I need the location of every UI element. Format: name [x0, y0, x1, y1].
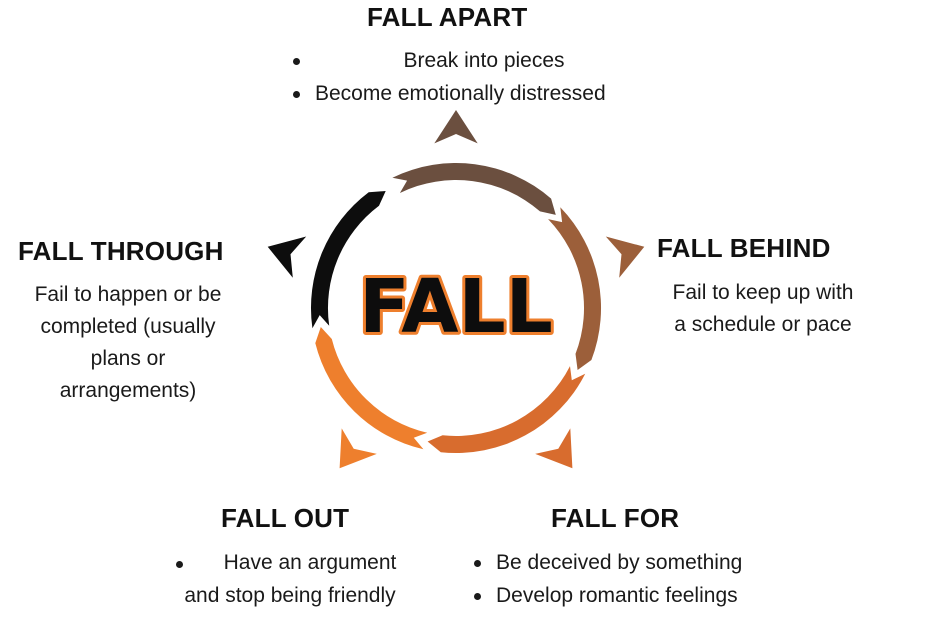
pointer-fall-for — [535, 428, 573, 469]
fall-out-description: Have an argument and stop being friendly — [160, 546, 420, 612]
fall-behind-line-2: a schedule or pace — [674, 313, 852, 336]
cycle-ring — [310, 163, 602, 453]
fall-out-line-2: and stop being friendly — [184, 584, 396, 607]
arc-fall-out — [315, 327, 428, 450]
fall-out-line-1: Have an argument — [223, 551, 397, 574]
fall-apart-bullet-1: Break into pieces — [289, 44, 653, 77]
fall-behind-title: FALL BEHIND — [657, 233, 831, 263]
fall-for-bullets: Be deceived by something Develop romanti… — [470, 546, 742, 612]
fall-out-bullet-dot — [176, 561, 183, 568]
pointer-fall-out — [339, 428, 377, 469]
pointer-fall-through — [267, 236, 307, 278]
pointer-fall-apart — [434, 110, 478, 144]
arc-fall-for — [427, 366, 586, 453]
cycle-pointers — [267, 110, 645, 469]
fall-through-line-2: completed (usually — [40, 315, 216, 338]
arc-fall-through — [310, 191, 386, 329]
center-word: FALL — [359, 264, 553, 350]
arc-fall-behind — [548, 207, 602, 370]
fall-through-description: Fail to happen or be completed (usually … — [8, 279, 248, 407]
fall-for-bullet-2: Develop romantic feelings — [470, 579, 742, 612]
fall-for-bullet-1: Be deceived by something — [470, 546, 742, 579]
fall-through-title: FALL THROUGH — [18, 236, 224, 266]
fall-out-title: FALL OUT — [221, 503, 350, 533]
pointer-fall-behind — [605, 236, 645, 278]
fall-through-line-4: arrangements) — [59, 379, 197, 402]
arc-fall-apart — [392, 163, 556, 215]
fall-behind-description: Fail to keep up with a schedule or pace — [648, 277, 878, 341]
fall-apart-bullet-2: Become emotionally distressed — [289, 77, 653, 110]
fall-through-line-1: Fail to happen or be — [34, 283, 222, 306]
fall-through-line-3: plans or — [90, 347, 166, 370]
fall-apart-title: FALL APART — [367, 2, 528, 32]
fall-behind-line-1: Fail to keep up with — [672, 281, 854, 304]
fall-apart-bullets: Break into pieces Become emotionally dis… — [289, 44, 653, 110]
fall-for-title: FALL FOR — [551, 503, 680, 533]
